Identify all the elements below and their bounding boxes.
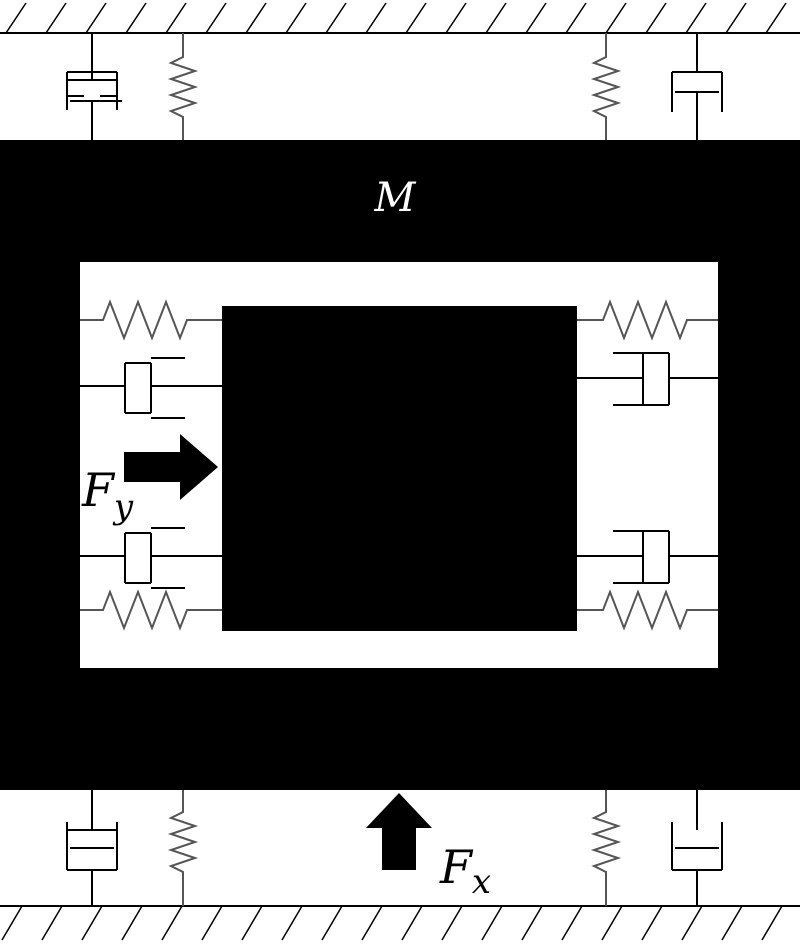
force-y-arrow [124, 434, 218, 500]
force-y-symbol: F [81, 463, 116, 517]
force-x-symbol: F [439, 840, 474, 894]
inner-damper-left-bottom [80, 527, 222, 589]
top-damper-left [66, 33, 122, 140]
force-x-label: Fx [439, 840, 491, 902]
bottom-ground-hatching [1, 905, 783, 941]
bottom-damper-right [671, 790, 723, 906]
force-x-arrow [366, 793, 432, 870]
force-y-label: Fy [81, 463, 134, 527]
inner-spring-right-top [577, 299, 718, 341]
top-spring-right [590, 33, 622, 140]
outer-mass-frame [0, 140, 800, 790]
inner-damper-right-bottom [577, 530, 718, 584]
inner-spring-left-top [80, 299, 222, 341]
inner-damper-right-top [577, 352, 718, 406]
top-damper-right [671, 33, 723, 140]
bottom-damper-left [66, 790, 118, 906]
force-y-subscript: y [112, 487, 134, 527]
bottom-spring-left [167, 790, 199, 906]
top-ground [0, 2, 800, 34]
inner-spring-right-bottom [577, 589, 718, 631]
force-x-subscript: x [472, 862, 491, 902]
bottom-ground [0, 905, 800, 941]
inner-mass [222, 306, 577, 631]
bottom-spring-right [590, 790, 622, 906]
mass-label: M [374, 175, 417, 221]
inner-spring-left-bottom [80, 589, 222, 631]
top-spring-left [167, 33, 199, 140]
inner-damper-left-top [80, 357, 222, 419]
top-ground-hatching [5, 2, 787, 34]
